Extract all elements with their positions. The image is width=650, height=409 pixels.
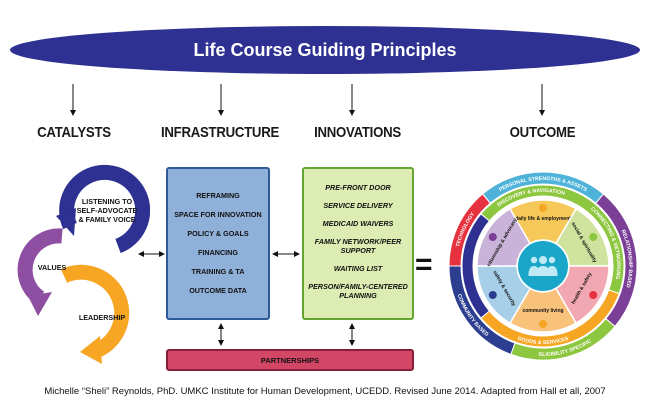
values-arc (17, 228, 63, 305)
people-icon (528, 256, 558, 276)
inner-segment-label: daily life & employment (515, 216, 571, 222)
catalyst-leadership-label: LEADERSHIP (78, 313, 126, 322)
innovation-item: PRE-FRONT DOOR (325, 183, 391, 192)
ring-label: GOODS & SERVICES (517, 336, 570, 346)
infrastructure-item: OUTCOME DATA (189, 286, 247, 295)
segment-icon (488, 291, 497, 299)
voice-arrowhead (56, 208, 76, 236)
segment-icon (539, 320, 547, 328)
values-arrowhead (28, 292, 52, 316)
leadership-arrowhead (80, 336, 102, 364)
catalyst-voice-label: LISTENING TO SELF-ADVOCATE & FAMILY VOIC… (76, 197, 138, 224)
innovation-item: WAITING LIST (333, 264, 383, 273)
segment-icon (589, 291, 598, 299)
innovation-item: FAMILY NETWORK/PEER SUPPORT (314, 237, 402, 255)
heading-infrastructure: INFRASTRUCTURE (160, 124, 280, 141)
inner-segment (476, 207, 532, 267)
catalyst-values-label: VALUES (37, 263, 67, 272)
principles-banner: Life Course Guiding Principles (10, 26, 640, 74)
banner-title: Life Course Guiding Principles (193, 40, 456, 60)
infrastructure-item: TRAINING & TA (191, 267, 245, 276)
inner-segment-label: community living (522, 308, 563, 314)
citation-footer: Michelle “Sheli” Reynolds, PhD. UMKC Ins… (44, 386, 606, 397)
innovation-item: MEDICAID WAIVERS (322, 219, 394, 228)
middle-ring-segment (461, 213, 491, 319)
heading-catalysts: CATALYSTS (37, 124, 111, 141)
infrastructure-item: POLICY & GOALS (187, 229, 249, 238)
segment-icon (488, 233, 497, 241)
segment-icon (589, 233, 598, 241)
partnerships-bar: PARTNERSHIPS (166, 349, 414, 371)
outer-ring-segment (481, 193, 492, 204)
voice-arc (59, 164, 150, 254)
catalysts-cycle (17, 164, 150, 364)
innovation-item: SERVICE DELIVERY (323, 201, 393, 210)
leadership-arc (60, 264, 130, 357)
infrastructure-item: FINANCING (198, 248, 238, 257)
infrastructure-item: REFRAMING (196, 191, 240, 200)
innovation-item: PERSON/FAMILY-CENTERED PLANNING (308, 282, 408, 300)
heading-innovations: INNOVATIONS (314, 124, 401, 141)
innovations-box: PRE-FRONT DOOR SERVICE DELIVERY MEDICAID… (302, 167, 414, 320)
infrastructure-item: SPACE FOR INNOVATION (174, 210, 262, 219)
segment-icon (539, 204, 547, 212)
equals-sign: = (415, 248, 433, 281)
partnerships-label: PARTNERSHIPS (260, 355, 320, 365)
infrastructure-box: REFRAMING SPACE FOR INNOVATION POLICY & … (166, 167, 270, 320)
heading-outcome: OUTCOME (509, 124, 576, 141)
